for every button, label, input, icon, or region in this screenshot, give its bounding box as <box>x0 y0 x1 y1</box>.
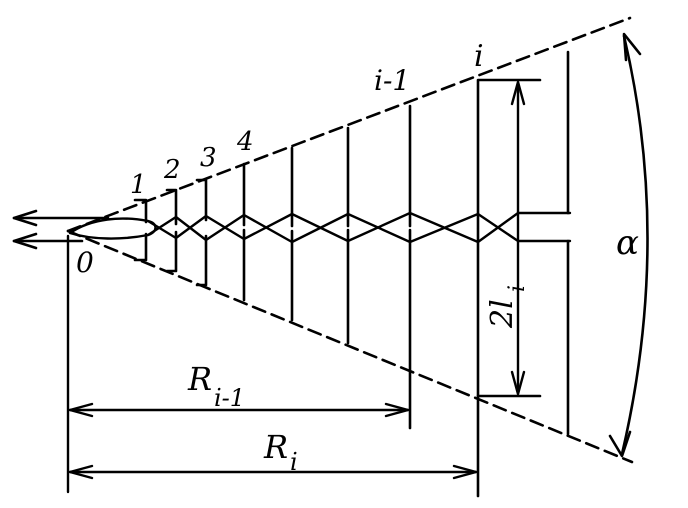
2li-main: 2l <box>485 299 520 329</box>
radius-dimensions <box>66 234 478 494</box>
dimension-R-prev-arrow-right <box>384 402 410 418</box>
angle-arc-arrow-top <box>622 32 642 62</box>
crossed-feed-line <box>146 211 572 244</box>
dipole-2-label: 2 <box>163 155 181 185</box>
R-prev-main: R <box>187 360 212 398</box>
radiation-direction-arrows <box>12 209 110 250</box>
dimension-2li-arrow-bottom <box>510 370 526 396</box>
R-i-main: R <box>263 428 288 466</box>
dipole-i-minus-1-label: i-1 <box>374 64 410 97</box>
dipole-i-upper <box>476 78 542 230</box>
R-prev-label: R i-1 <box>187 360 245 412</box>
angle-alpha-arc <box>608 32 649 458</box>
dimension-R-i-arrow-right <box>452 464 478 480</box>
R-i-label: R i <box>263 428 298 476</box>
origin-label: 0 <box>76 246 94 279</box>
dimension-2li-arrow-top <box>510 80 526 106</box>
upper-arrow-head <box>12 209 38 227</box>
dipole-elements <box>133 50 570 498</box>
dipole-3-upper <box>195 178 208 222</box>
boundary-lines <box>66 16 634 464</box>
2li-subscript: i <box>505 285 530 292</box>
dipole-2-upper <box>165 188 178 226</box>
angle-arc <box>620 34 649 456</box>
dipole-i-label: i <box>474 39 484 74</box>
dimension-R-i-arrow-left <box>68 464 94 480</box>
dipole-1-lower <box>133 232 148 262</box>
R-prev-subscript: i-1 <box>214 384 245 412</box>
angle-alpha-label: α <box>616 223 639 263</box>
dimension-R-prev-arrow-left <box>68 402 94 418</box>
R-i-subscript: i <box>290 448 298 476</box>
dipole-1-upper <box>133 198 148 224</box>
feed-line-lower <box>146 212 572 244</box>
dimension-2li <box>510 80 526 396</box>
lower-boundary-line <box>66 229 634 464</box>
dipole-2-lower <box>165 230 178 273</box>
feed-point-element <box>68 217 157 240</box>
angle-arc-arrow-bottom <box>608 430 632 458</box>
2li-label: 2l i <box>485 285 530 329</box>
dipole-3-label: 3 <box>200 143 217 173</box>
upper-boundary-line <box>66 16 632 233</box>
dipole-4-label: 4 <box>236 127 254 157</box>
lower-arrow-head <box>12 232 38 250</box>
dipole-3-lower <box>195 234 208 287</box>
dipole-1-label: 1 <box>130 170 147 200</box>
